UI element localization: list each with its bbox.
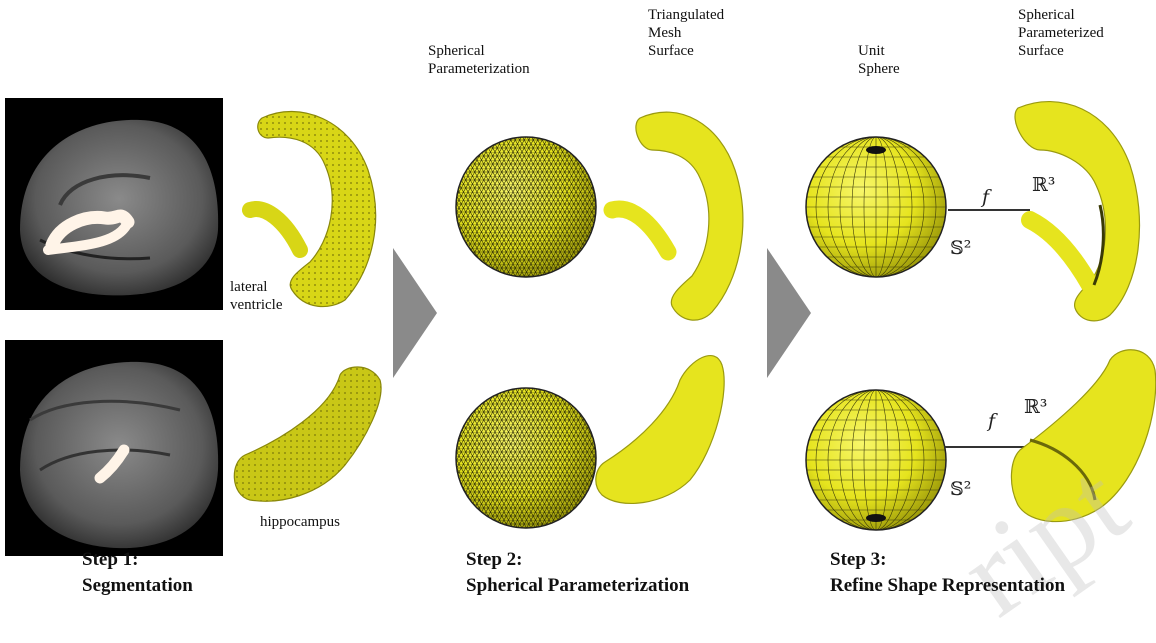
triangulated-sphere-top <box>456 137 596 277</box>
label-unit-sphere: Unit Sphere <box>858 42 900 78</box>
label-spherical-parameterization: Spherical Parameterization <box>428 42 530 78</box>
label-spherical-parameterized-surface: Spherical Parameterized Surface <box>1018 6 1104 60</box>
unit-sphere-bottom <box>806 390 946 530</box>
step-3-subtitle: Refine Shape Representation <box>830 574 1065 598</box>
triangulated-sphere-bottom <box>456 388 596 528</box>
target-space-top: ℝ³ <box>1032 174 1055 196</box>
mri-panel-ventricle <box>5 98 223 310</box>
mesh-surface-hippocampus <box>596 356 724 504</box>
source-space-bottom: 𝕊² <box>950 478 971 500</box>
step-2-title: Step 2: <box>466 548 522 572</box>
hippocampus-shape <box>234 367 381 501</box>
source-space-top: 𝕊² <box>950 237 971 259</box>
label-triangulated-mesh-surface: Triangulated Mesh Surface <box>648 6 724 60</box>
step-1-title: Step 1: <box>82 548 138 572</box>
parameterized-surface-ventricle <box>1015 102 1140 321</box>
target-space-bottom: ℝ³ <box>1024 396 1047 418</box>
label-lateral-ventricle: lateral ventricle <box>230 278 282 314</box>
step-arrow-1 <box>393 248 437 378</box>
map-f-bottom: f <box>988 410 995 432</box>
label-hippocampus: hippocampus <box>260 513 340 531</box>
step-2-subtitle: Spherical Parameterization <box>466 574 689 598</box>
unit-sphere-top <box>806 137 946 277</box>
step-arrow-2 <box>767 248 811 378</box>
mesh-surface-ventricle <box>612 112 743 320</box>
mri-panel-hippocampus <box>5 340 223 556</box>
step-1-subtitle: Segmentation <box>82 574 193 598</box>
map-f-top: f <box>982 186 989 208</box>
step-3-title: Step 3: <box>830 548 886 572</box>
